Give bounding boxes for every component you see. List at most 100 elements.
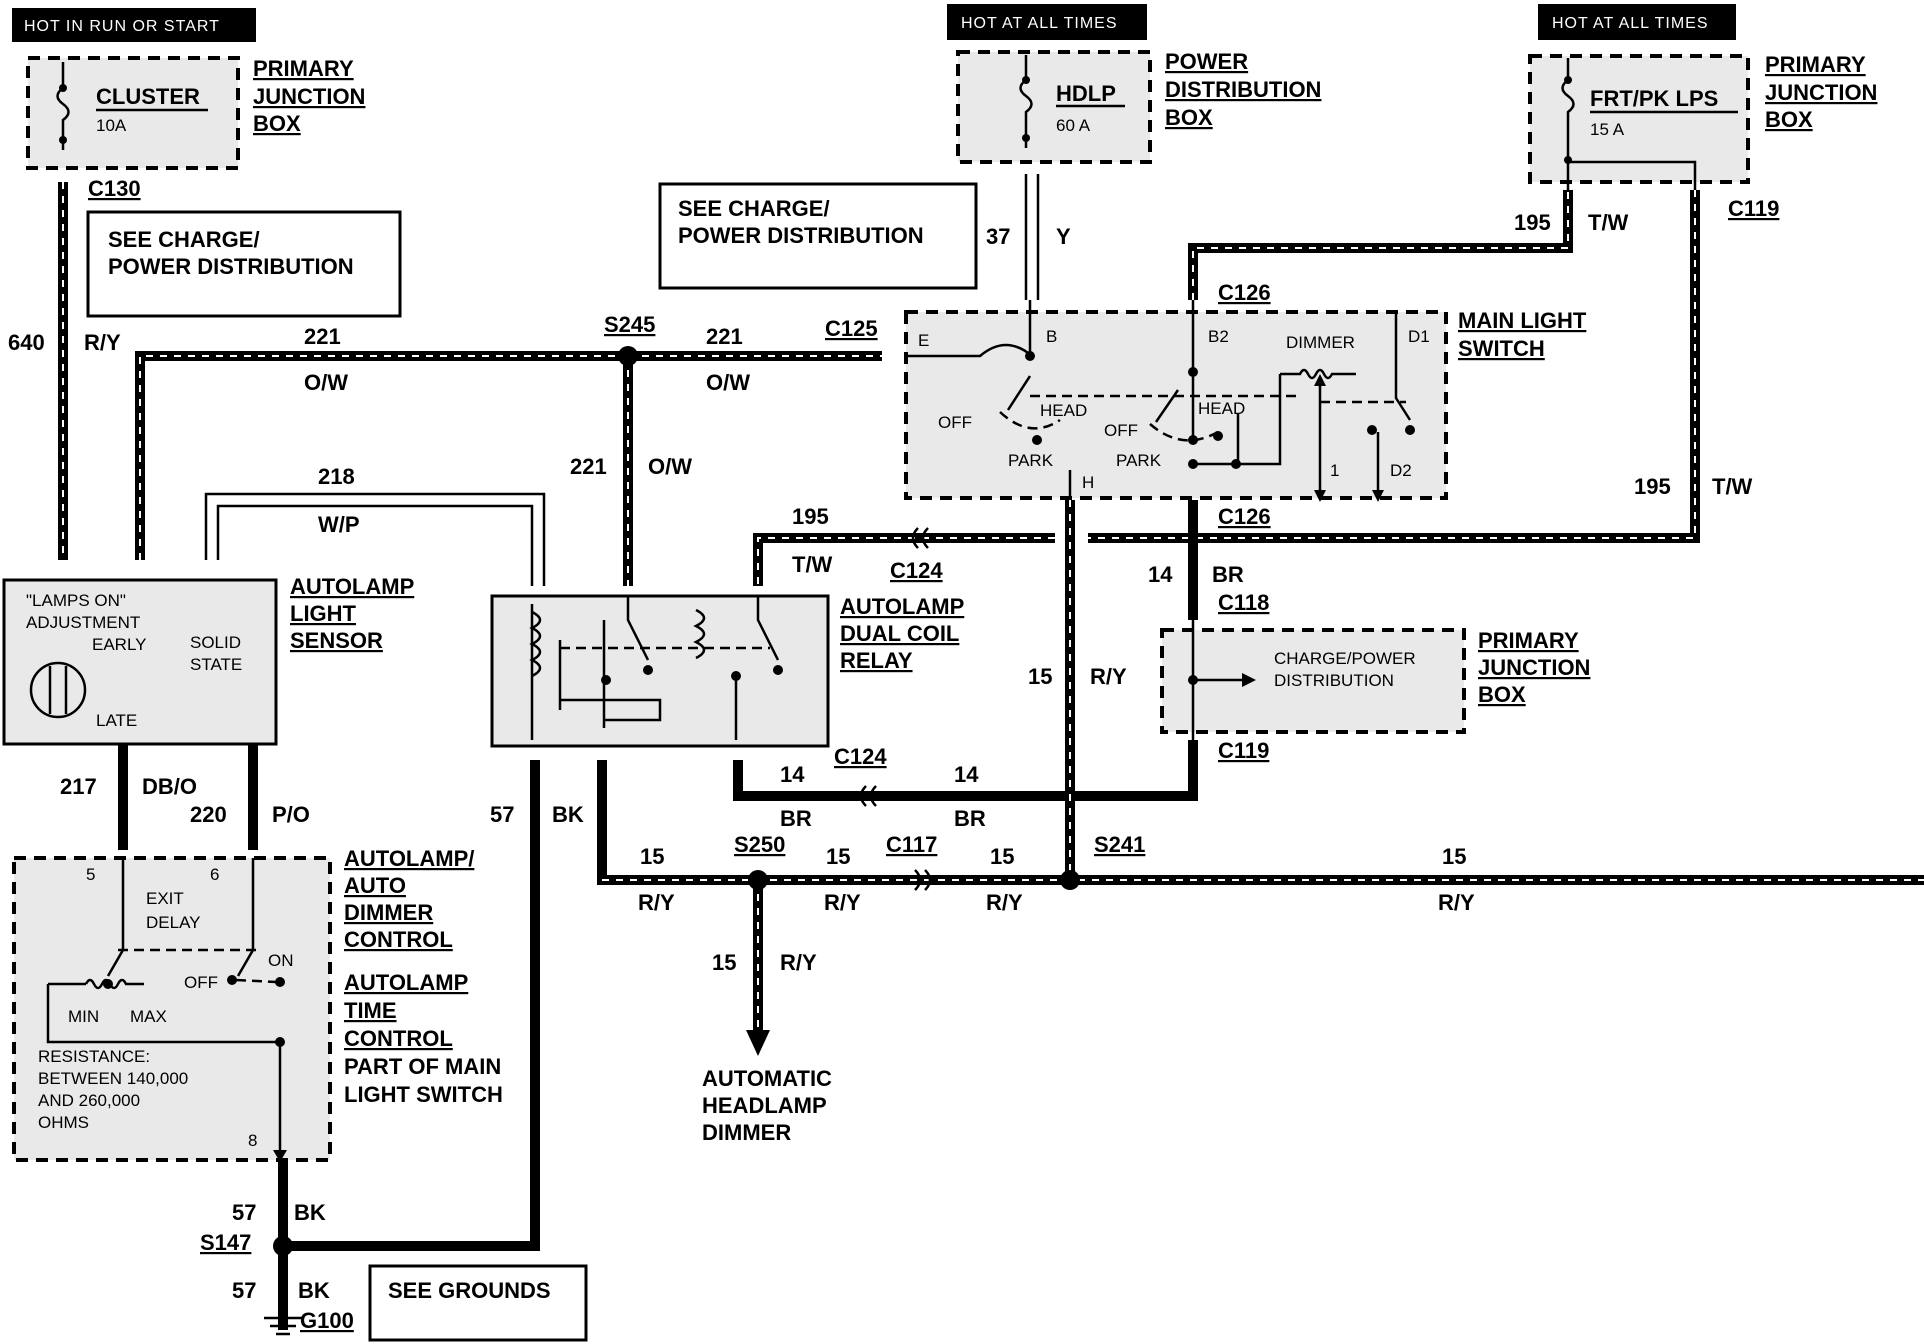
svg-text:RESISTANCE:: RESISTANCE:: [38, 1047, 150, 1066]
svg-text:BETWEEN 140,000: BETWEEN 140,000: [38, 1069, 188, 1088]
wire-195-tw-top: [1188, 190, 1573, 300]
svg-text:B: B: [1046, 327, 1057, 346]
banner-hot-all-times-1: HOT AT ALL TIMES: [947, 4, 1147, 40]
svg-text:ON: ON: [268, 951, 294, 970]
svg-text:SOLID: SOLID: [190, 633, 241, 652]
connector-c117: [914, 869, 932, 891]
svg-text:PARK: PARK: [1008, 451, 1054, 470]
label-c119-bottom: C119: [1218, 738, 1269, 763]
svg-text:57: 57: [490, 802, 514, 827]
label-s250: S250: [734, 832, 785, 857]
svg-text:15: 15: [990, 844, 1014, 869]
svg-text:R/Y: R/Y: [638, 890, 675, 915]
autolamp-light-sensor: "LAMPS ON" ADJUSTMENT EARLY LATE SOLID S…: [2, 578, 278, 746]
svg-text:AUTOLAMP: AUTOLAMP: [840, 594, 964, 619]
svg-text:HOT AT ALL TIMES: HOT AT ALL TIMES: [961, 15, 1118, 32]
label-s245: S245: [604, 312, 655, 337]
svg-text:POWER DISTRIBUTION: POWER DISTRIBUTION: [108, 254, 354, 279]
svg-text:640: 640: [8, 330, 45, 355]
banner-hot-run-start: HOT IN RUN OR START: [12, 8, 256, 42]
svg-text:BOX: BOX: [1765, 107, 1813, 132]
svg-text:BR: BR: [954, 806, 986, 831]
svg-text:O/W: O/W: [304, 370, 348, 395]
primary-junction-box-2-label: PRIMARY JUNCTION BOX: [1765, 52, 1877, 132]
cluster-fuse-box: CLUSTER 10A: [26, 56, 240, 170]
svg-text:BK: BK: [298, 1278, 330, 1303]
connector-c124-bottom: [859, 785, 877, 807]
svg-text:POWER DISTRIBUTION: POWER DISTRIBUTION: [678, 223, 924, 248]
svg-text:15: 15: [826, 844, 850, 869]
see-grounds-note: SEE GROUNDS: [368, 1264, 588, 1342]
frt-pk-fuse-rating: 15 A: [1590, 120, 1625, 139]
main-light-switch-label: MAIN LIGHT SWITCH: [1458, 308, 1587, 361]
wire-195-tw-relay: [753, 533, 1055, 586]
label-c124-bottom: C124: [834, 744, 887, 769]
svg-text:220: 220: [190, 802, 227, 827]
splice-s250: [748, 870, 768, 890]
svg-text:8: 8: [248, 1131, 257, 1150]
auto-dimmer-control-label: AUTOLAMP/ AUTO DIMMER CONTROL: [344, 846, 474, 952]
svg-text:BOX: BOX: [1478, 682, 1526, 707]
svg-text:LIGHT: LIGHT: [290, 601, 357, 626]
svg-text:AND 260,000: AND 260,000: [38, 1091, 140, 1110]
svg-text:LIGHT SWITCH: LIGHT SWITCH: [344, 1082, 503, 1107]
svg-text:OFF: OFF: [938, 413, 972, 432]
primary-junction-box-3-label: PRIMARY JUNCTION BOX: [1478, 628, 1590, 707]
svg-text:14: 14: [954, 762, 979, 787]
svg-text:D2: D2: [1390, 461, 1412, 480]
hdlp-fuse-rating: 60 A: [1056, 116, 1091, 135]
svg-text:CHARGE/POWER: CHARGE/POWER: [1274, 649, 1416, 668]
svg-text:O/W: O/W: [706, 370, 750, 395]
label-c118: C118: [1218, 590, 1269, 615]
label-c124-top: C124: [890, 558, 943, 583]
label-c126-top: C126: [1218, 280, 1271, 305]
svg-text:5: 5: [86, 865, 95, 884]
svg-text:ADJUSTMENT: ADJUSTMENT: [26, 613, 140, 632]
wire-14-br: [733, 500, 1198, 801]
svg-text:B2: B2: [1208, 327, 1229, 346]
svg-text:PRIMARY: PRIMARY: [253, 56, 354, 81]
svg-text:"LAMPS ON": "LAMPS ON": [26, 591, 126, 610]
svg-text:TIME: TIME: [344, 998, 397, 1023]
svg-text:HOT IN RUN OR START: HOT IN RUN OR START: [24, 18, 220, 35]
svg-text:MIN: MIN: [68, 1007, 99, 1026]
ground-g100: [264, 1316, 302, 1336]
cluster-fuse-name: CLUSTER: [96, 84, 200, 109]
splice-s147: [273, 1236, 293, 1256]
label-g100: G100: [300, 1308, 354, 1333]
wire-15-ry-bottom: [597, 760, 1924, 1030]
label-c130: C130: [88, 176, 141, 201]
svg-text:37: 37: [986, 224, 1010, 249]
adjustment-knob: [29, 661, 87, 719]
svg-text:R/Y: R/Y: [1438, 890, 1475, 915]
svg-text:T/W: T/W: [1588, 210, 1629, 235]
svg-text:218: 218: [318, 464, 355, 489]
svg-text:HEAD: HEAD: [1198, 399, 1245, 418]
svg-text:195: 195: [792, 504, 829, 529]
power-distribution-box-label: POWER DISTRIBUTION BOX: [1165, 49, 1321, 130]
hdlp-fuse-box: HDLP 60 A: [956, 50, 1152, 164]
svg-text:R/Y: R/Y: [824, 890, 861, 915]
main-light-switch: E B B2 D1 D2 H 1 OFF HEAD PARK OFF HEAD …: [904, 300, 1448, 502]
svg-text:Y: Y: [1056, 224, 1071, 249]
autolamp-light-sensor-label: AUTOLAMP LIGHT SENSOR: [290, 574, 414, 653]
svg-text:RELAY: RELAY: [840, 648, 913, 673]
svg-text:CONTROL: CONTROL: [344, 1026, 453, 1051]
svg-text:JUNCTION: JUNCTION: [253, 84, 365, 109]
svg-text:BK: BK: [552, 802, 584, 827]
svg-text:HEADLAMP: HEADLAMP: [702, 1093, 827, 1118]
svg-text:H: H: [1082, 473, 1094, 492]
svg-text:57: 57: [232, 1200, 256, 1225]
autolamp-dual-coil-relay-label: AUTOLAMP DUAL COIL RELAY: [840, 594, 964, 673]
svg-text:1: 1: [1330, 461, 1339, 480]
svg-text:D1: D1: [1408, 327, 1430, 346]
svg-text:DISTRIBUTION: DISTRIBUTION: [1165, 77, 1321, 102]
svg-text:JUNCTION: JUNCTION: [1478, 655, 1590, 680]
svg-text:AUTO: AUTO: [344, 873, 406, 898]
arrow-headlamp-dimmer: [746, 1030, 770, 1056]
svg-text:AUTOLAMP: AUTOLAMP: [344, 970, 468, 995]
time-control-label: AUTOLAMP TIME CONTROL PART OF MAIN LIGHT…: [344, 970, 503, 1107]
svg-text:HOT AT ALL TIMES: HOT AT ALL TIMES: [1552, 15, 1709, 32]
svg-text:OFF: OFF: [184, 973, 218, 992]
